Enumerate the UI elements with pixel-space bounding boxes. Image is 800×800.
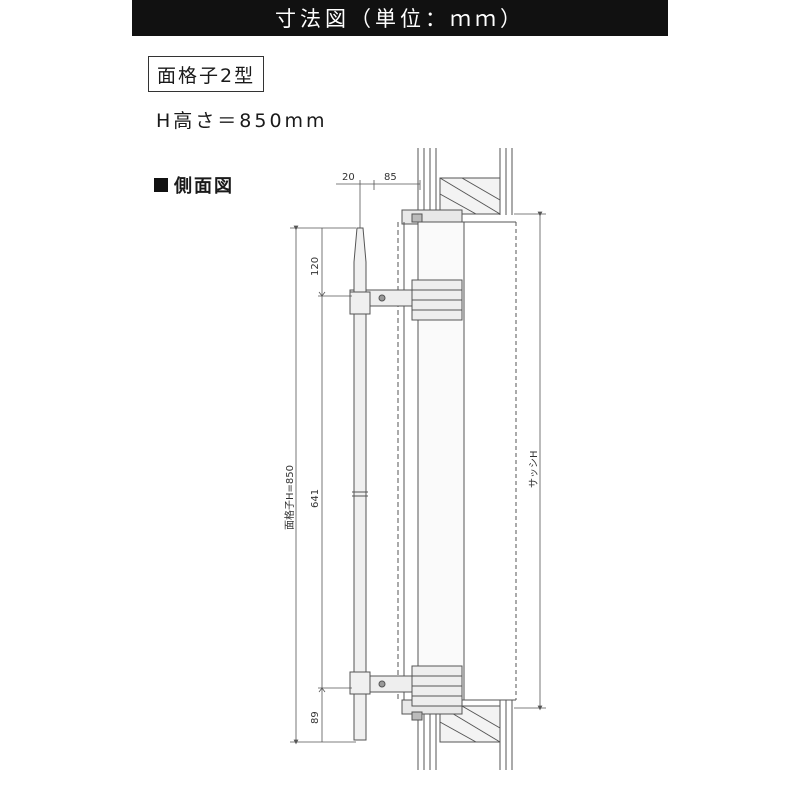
wall-bottom	[401, 699, 513, 770]
square-bullet-icon	[154, 178, 168, 192]
dim-641-label: 641	[310, 489, 321, 508]
bracket-bottom	[349, 665, 463, 707]
sash-height-label: サッシH	[528, 450, 540, 488]
dim-20-label: 20	[342, 172, 355, 183]
section-label: 側面図	[174, 176, 234, 197]
page-title: 寸法図（単位：ｍｍ）	[132, 0, 668, 36]
height-spec: H高さ＝850mm	[156, 110, 328, 132]
dim-85-label: 85	[384, 172, 397, 183]
grille-bar	[349, 227, 371, 741]
sash-height-dim	[514, 211, 546, 711]
grille-height-dim	[290, 225, 356, 745]
model-label: 面格子2型	[148, 56, 265, 92]
inner-dims	[318, 228, 352, 742]
bracket-top	[349, 279, 463, 321]
wall-top	[401, 148, 513, 225]
dim-89-label: 89	[310, 711, 321, 724]
top-dimensions	[336, 180, 421, 228]
section-heading: 側面図	[154, 172, 234, 198]
grille-height-label: 面格子H=850	[283, 465, 296, 530]
dim-120-label: 120	[310, 257, 321, 276]
